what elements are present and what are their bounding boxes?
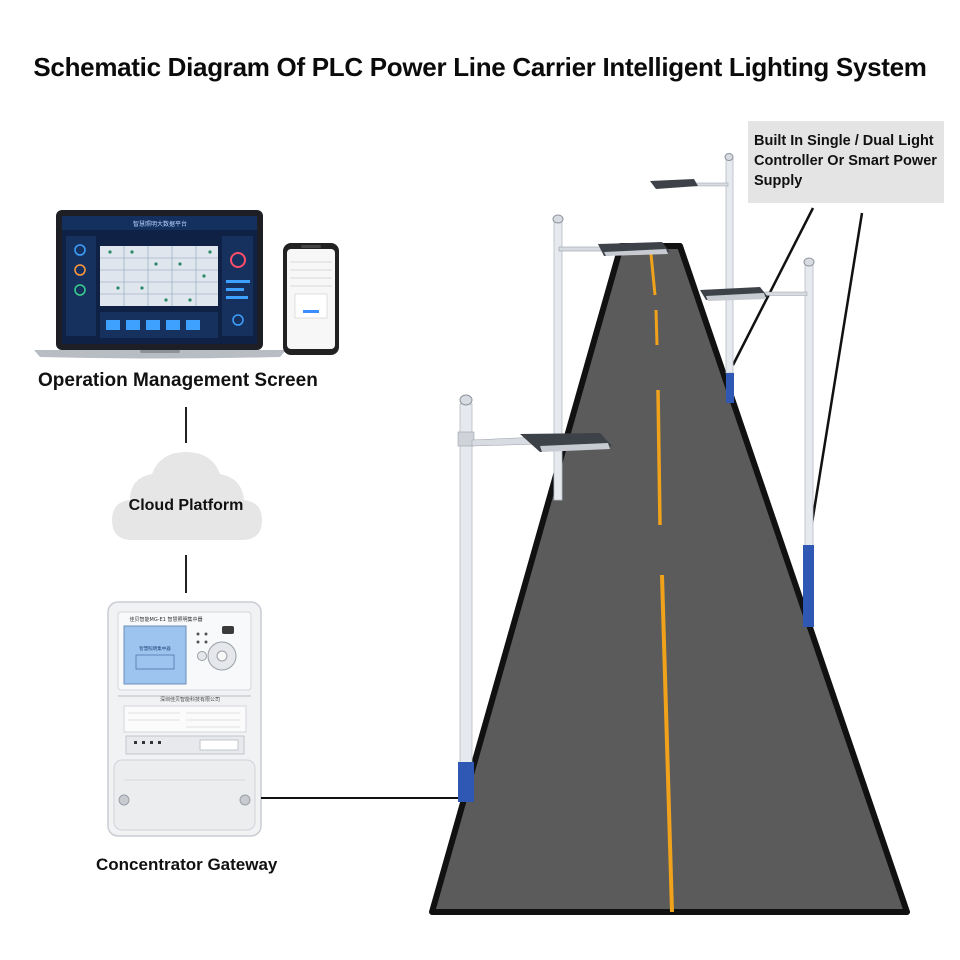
callout-line-1: Built In Single / Dual Light (754, 133, 934, 149)
street-light-front-right (700, 257, 815, 627)
cloud-platform-label: Cloud Platform (128, 497, 244, 514)
concentrator-gateway-label: Concentrator Gateway (96, 855, 278, 874)
laptop-dashboard-header: 智慧照明大数据平台 (133, 220, 187, 228)
device-company-text: 深圳佳贝智能科技有限公司 (160, 696, 220, 703)
diagram-title: Schematic Diagram Of PLC Power Line Carr… (33, 52, 927, 82)
laptop-illustration: 智慧照明大数据平台 (34, 210, 286, 359)
callout-line-2: Controller Or Smart Power (754, 153, 937, 169)
street-light-back-right (650, 153, 734, 403)
phone-illustration (283, 243, 339, 355)
callout-line-3: Supply (754, 173, 803, 189)
concentrator-device: 佳贝智能MG-E1 智慧照明集中器 智慧照明集中器 深圳佳贝智能科技有限公司 (107, 601, 262, 837)
device-lcd-text: 智慧照明集中器 (139, 645, 171, 652)
controller-callout-box: Built In Single / Dual Light Controller … (748, 121, 944, 203)
street-light-back-left (552, 214, 670, 501)
device-model-text: 佳贝智能MG-E1 智慧照明集中器 (130, 616, 203, 623)
cloud-shape (112, 452, 262, 540)
street-light-front-left (457, 394, 612, 802)
operation-screen-label: Operation Management Screen (38, 370, 318, 391)
road-graphic (429, 243, 910, 915)
